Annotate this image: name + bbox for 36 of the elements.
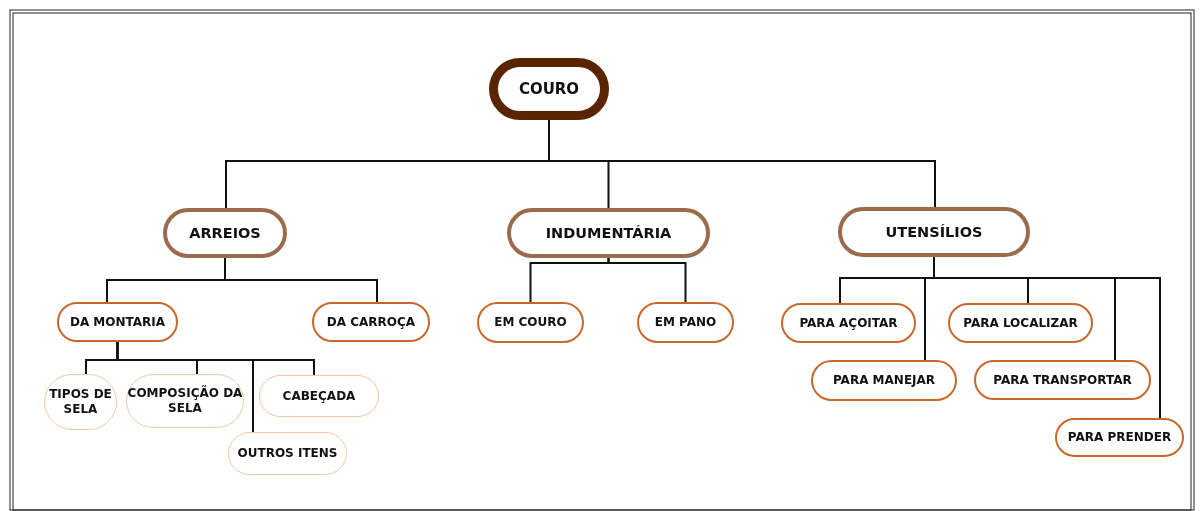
rounded-box [838, 207, 1030, 257]
node-label: EM COURO [494, 315, 567, 330]
rounded-box [811, 360, 957, 401]
node-label: OUTROS ITENS [237, 446, 338, 461]
connector-line [607, 257, 687, 303]
rounded-box [259, 375, 379, 417]
connector-line [224, 257, 378, 303]
node-label: UTENSÍLIOS [885, 222, 983, 242]
node-label: COMPOSIÇÃO DA SELA [127, 386, 243, 416]
node-label: COURO [518, 79, 580, 99]
node-label: PARA MANEJAR [832, 373, 936, 388]
rounded-box [637, 302, 734, 343]
rounded-box [948, 303, 1093, 343]
node-label: TIPOS DE SELA [48, 387, 113, 417]
rounded-box [974, 360, 1151, 400]
node-label: ARREIOS [189, 223, 261, 243]
connector-line [116, 341, 254, 433]
node-label: EM PANO [654, 315, 717, 330]
rounded-box [163, 208, 287, 258]
node-label: DA MONTARIA [69, 314, 166, 330]
rounded-box [228, 432, 347, 475]
node-label: CABEÇADA [282, 388, 356, 404]
node-label: PARA TRANSPORTAR [993, 372, 1132, 388]
rounded-box [57, 302, 178, 342]
rounded-box [1055, 418, 1184, 457]
rounded-box [44, 374, 117, 430]
rounded-box [126, 374, 244, 428]
rounded-box [477, 302, 584, 343]
node-label: INDUMENTÁRIA [545, 223, 672, 243]
node-label: PARA AÇOITAR [799, 315, 898, 331]
node-label: PARA LOCALIZAR [963, 315, 1078, 331]
rounded-box [781, 303, 916, 343]
node-label: PARA PRENDER [1067, 430, 1172, 445]
rounded-box [312, 302, 430, 342]
node-label: DA CARROÇA [326, 314, 416, 330]
rounded-box [507, 208, 710, 258]
